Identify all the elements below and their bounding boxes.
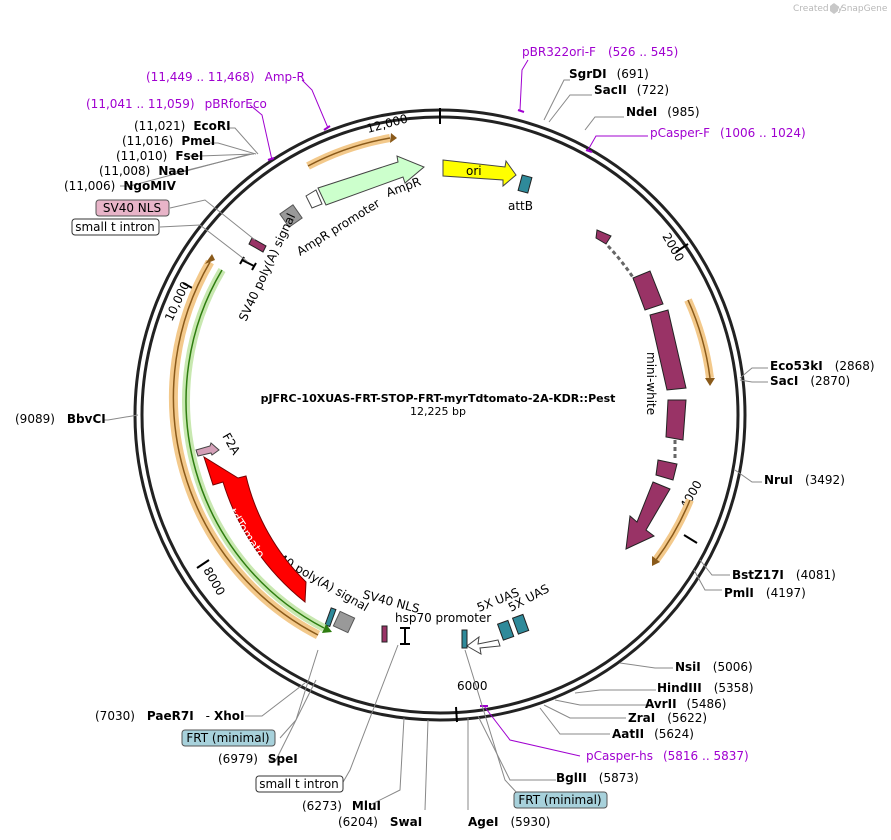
enzyme-label-spei[interactable]: (6979)SpeI — [218, 752, 298, 766]
orange-arc-ampr-line — [307, 137, 391, 167]
enzyme-label-bglii[interactable]: BglII(5873) — [556, 771, 639, 785]
plasmid-size: 12,225 bp — [410, 405, 466, 418]
box-frt-minimal-right[interactable]: FRT (minimal) — [513, 791, 608, 809]
svg-text:FRT (minimal): FRT (minimal) — [186, 731, 269, 745]
orange-arc-right-1-arrow — [705, 378, 715, 386]
enzyme-label-paer7i-xhoi[interactable]: (7030)PaeR7I-XhoI — [95, 709, 245, 723]
uas-box-1[interactable] — [496, 619, 515, 641]
enzyme-label-zrai[interactable]: ZraI(5622) — [628, 711, 707, 725]
ampr-arrow[interactable] — [317, 155, 425, 206]
enzyme-label-naei[interactable]: (11,008)NaeI — [99, 164, 189, 178]
enzyme-label-pmei[interactable]: (11,016)PmeI — [122, 134, 215, 148]
orange-arc-left-arrow — [205, 254, 215, 264]
ampr-promoter-label: AmpR promoter — [294, 196, 382, 258]
orange-arc-ampr-arrow — [390, 133, 397, 143]
orange-arc-right-1 — [684, 298, 714, 379]
orange-arc-left-line — [172, 261, 319, 636]
enzyme-label-swai[interactable]: (6204)SwaI — [338, 815, 422, 829]
primer-label-pbr322ori-f[interactable]: pBR322ori-F(526 .. 545) — [522, 45, 678, 59]
mini-white-label: mini-white — [644, 352, 658, 415]
small-t-intron-marker-top[interactable] — [239, 256, 257, 271]
box-sv40-nls-top[interactable]: SV40 NLS — [95, 199, 170, 217]
enzyme-label-nrui[interactable]: NruI(3492) — [764, 473, 845, 487]
mini-white-exon-3[interactable] — [649, 309, 687, 391]
tdtomato-arrow[interactable] — [203, 455, 307, 603]
mini-white-exon-2[interactable] — [632, 270, 664, 311]
primer-label-amp-r[interactable]: (11,449 .. 11,468)Amp-R — [146, 70, 305, 84]
svg-text:small t intron: small t intron — [259, 777, 339, 791]
enzyme-label-pmli[interactable]: PmlI(4197) — [724, 586, 806, 600]
enzyme-label-bstz17i[interactable]: BstZ17I(4081) — [732, 568, 836, 582]
frt-marker-left[interactable] — [324, 607, 337, 628]
orange-arc-right-2-arrow — [652, 556, 660, 566]
hsp70-label: hsp70 promoter — [395, 611, 491, 625]
enzyme-label-sacii[interactable]: SacII(722) — [594, 83, 669, 97]
small-t-intron-marker-bottom[interactable] — [400, 627, 410, 645]
svg-text:SV40 NLS: SV40 NLS — [103, 201, 161, 215]
green-arc-left-line — [185, 269, 325, 629]
snapgene-logo-icon — [830, 3, 838, 14]
attb-label: attB — [508, 199, 533, 213]
enzyme-label-aatii[interactable]: AatII(5624) — [612, 727, 694, 741]
ori-arrow[interactable] — [442, 159, 517, 188]
ampr-promoter-arrow[interactable] — [305, 189, 323, 209]
mini-white-exon-4[interactable] — [665, 399, 687, 441]
enzyme-label-ecori[interactable]: (11,021)EcoRI — [134, 119, 231, 133]
uas-box-2[interactable] — [511, 613, 530, 635]
ori-label: ori — [466, 164, 482, 178]
orange-arc-right-2 — [652, 498, 694, 563]
enzyme-label-hindiii[interactable]: HindIII(5358) — [657, 681, 754, 695]
sv40-polya-top-label: SV40 poly(A) signal — [236, 211, 298, 323]
enzyme-label-avrii[interactable]: AvrII(5486) — [645, 697, 726, 711]
box-small-t-intron-top[interactable]: small t intron — [71, 218, 160, 236]
mini-white-exon-6-arrow[interactable] — [625, 481, 671, 550]
enzyme-label-nsii[interactable]: NsiI(5006) — [675, 660, 753, 674]
credit-text: Created by — [793, 4, 843, 14]
sv40-polya-block-bottom[interactable] — [332, 610, 356, 634]
orange-arc-right-1-line — [687, 299, 711, 379]
enzyme-label-eco53ki[interactable]: Eco53kI(2868) — [770, 359, 875, 373]
enzyme-label-ngomiv[interactable]: (11,006)NgoMIV — [64, 179, 177, 193]
orange-arc-right-2-line — [655, 499, 691, 561]
plasmid-name: pJFRC-10XUAS-FRT-STOP-FRT-myrTdtomato-2A… — [261, 392, 616, 405]
sv40-nls-marker-top[interactable] — [248, 237, 267, 253]
sv40-nls-marker-bottom[interactable] — [381, 625, 388, 643]
enzyme-label-agei[interactable]: AgeI(5930) — [468, 815, 550, 829]
svg-text:FRT (minimal): FRT (minimal) — [518, 793, 601, 807]
enzyme-label-fsei[interactable]: (11,010)FseI — [116, 149, 203, 163]
box-frt-minimal-left[interactable]: FRT (minimal) — [181, 729, 276, 747]
enzyme-label-sgrdi[interactable]: SgrDI(691) — [569, 67, 649, 81]
primer-label-pcasper-f[interactable]: pCasper-F(1006 .. 1024) — [650, 126, 806, 140]
enzyme-label-ndei[interactable]: NdeI(985) — [626, 105, 700, 119]
enzyme-label-mlui[interactable]: (6273)MluI — [302, 799, 381, 813]
mini-white-exon-1[interactable] — [595, 229, 612, 245]
primer-lines — [249, 59, 648, 757]
mini-white-intron-1 — [606, 244, 638, 283]
f2a-arrow[interactable] — [195, 442, 220, 457]
credit-brand: SnapGene — [841, 4, 888, 14]
f2a-label: F2A — [219, 431, 243, 458]
mini-white-exon-5[interactable] — [655, 459, 678, 481]
box-leader-lines — [159, 199, 519, 795]
hsp70-promoter-arrow[interactable] — [466, 635, 501, 655]
enzyme-label-saci[interactable]: SacI(2870) — [770, 374, 850, 388]
sv40-polya-block-top[interactable] — [279, 204, 303, 228]
leader-lines — [104, 79, 768, 811]
tick-label-8000: 8000 — [200, 565, 227, 598]
primer-markers — [267, 109, 593, 707]
tick-label-6000: 6000 — [457, 679, 488, 693]
box-small-t-intron-bottom[interactable]: small t intron — [255, 775, 344, 793]
attb-box[interactable] — [517, 174, 533, 194]
primer-label-pcasper-hs[interactable]: pCasper-hs(5816 .. 5837) — [586, 749, 749, 763]
green-arc-left-arrow — [322, 624, 332, 633]
primer-label-pbrforeco[interactable]: (11,041 .. 11,059)pBRforEco — [86, 97, 267, 111]
enzyme-label-bbvci[interactable]: (9089)BbvCI — [15, 412, 106, 426]
frt-marker-bottom[interactable] — [461, 629, 468, 649]
tick-marks — [182, 108, 698, 723]
svg-text:small t intron: small t intron — [75, 220, 155, 234]
